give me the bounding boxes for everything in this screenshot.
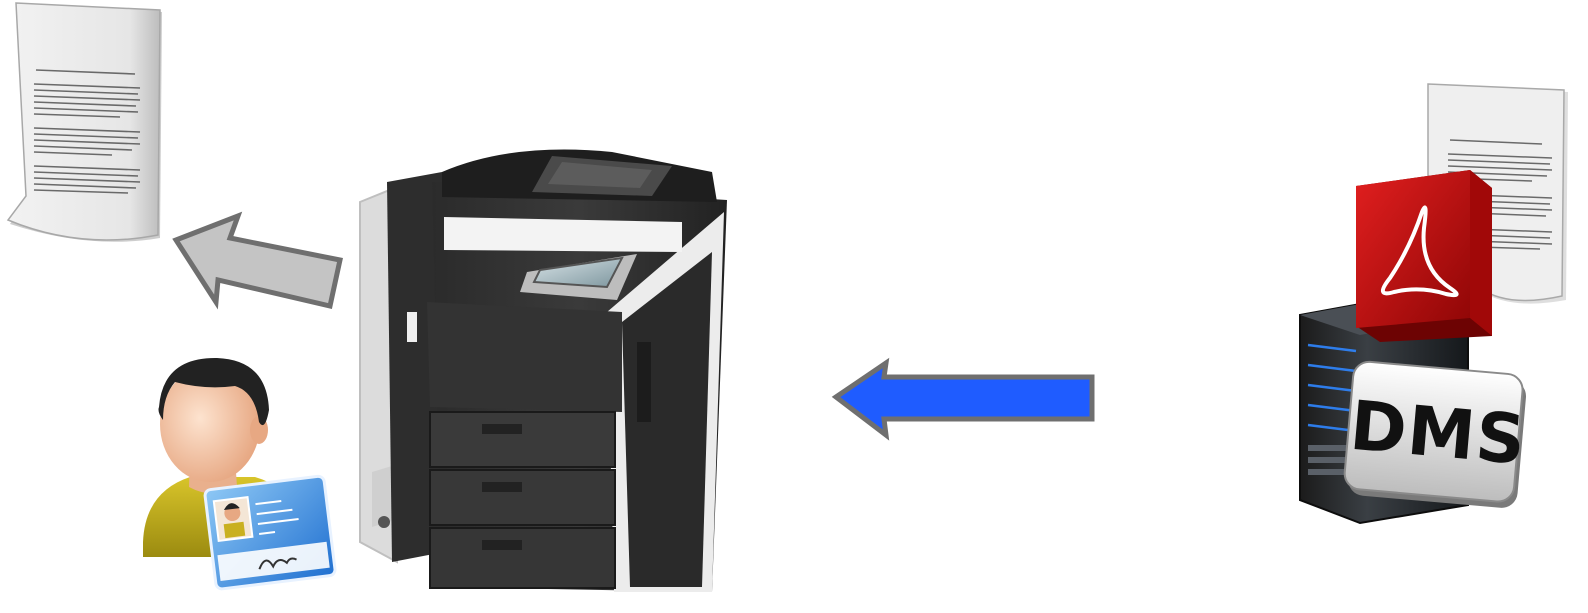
multifunction-printer-icon [352,142,742,604]
print-out-arrow [168,210,348,315]
dms-label: DMS [1347,387,1529,481]
dms-badge: DMS [1342,360,1532,518]
pdf-icon [1350,168,1500,344]
user-with-id-card-icon [135,352,340,597]
send-to-printer-arrow [828,355,1100,445]
printed-document-icon [0,0,175,255]
